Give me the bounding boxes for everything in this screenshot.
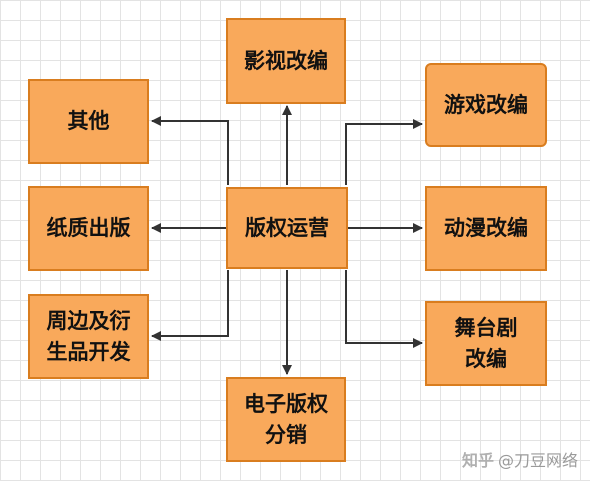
node-ebook-distribution: 电子版权 分销 xyxy=(226,377,346,462)
node-merch-development: 周边及衍 生品开发 xyxy=(28,294,149,379)
node-copyright-operation-center: 版权运营 xyxy=(226,187,348,269)
node-anime-adaptation: 动漫改编 xyxy=(425,186,547,271)
connector-to-merch-development xyxy=(151,270,229,341)
connector-to-game-adaptation xyxy=(345,119,423,185)
connector-to-stage-adaptation xyxy=(345,270,423,348)
node-print-edition: 纸质出版 xyxy=(28,186,149,271)
watermark-author: @刀豆网络 xyxy=(497,451,578,470)
connector-to-other xyxy=(151,116,229,185)
node-game-adaptation: 游戏改编 xyxy=(425,63,547,147)
node-other: 其他 xyxy=(28,79,149,164)
node-stage-adaptation: 舞台剧 改编 xyxy=(425,301,547,386)
watermark: 知乎 @刀豆网络 xyxy=(462,447,578,471)
node-film-adaptation: 影视改编 xyxy=(226,18,346,104)
watermark-platform: 知乎 xyxy=(461,451,494,470)
